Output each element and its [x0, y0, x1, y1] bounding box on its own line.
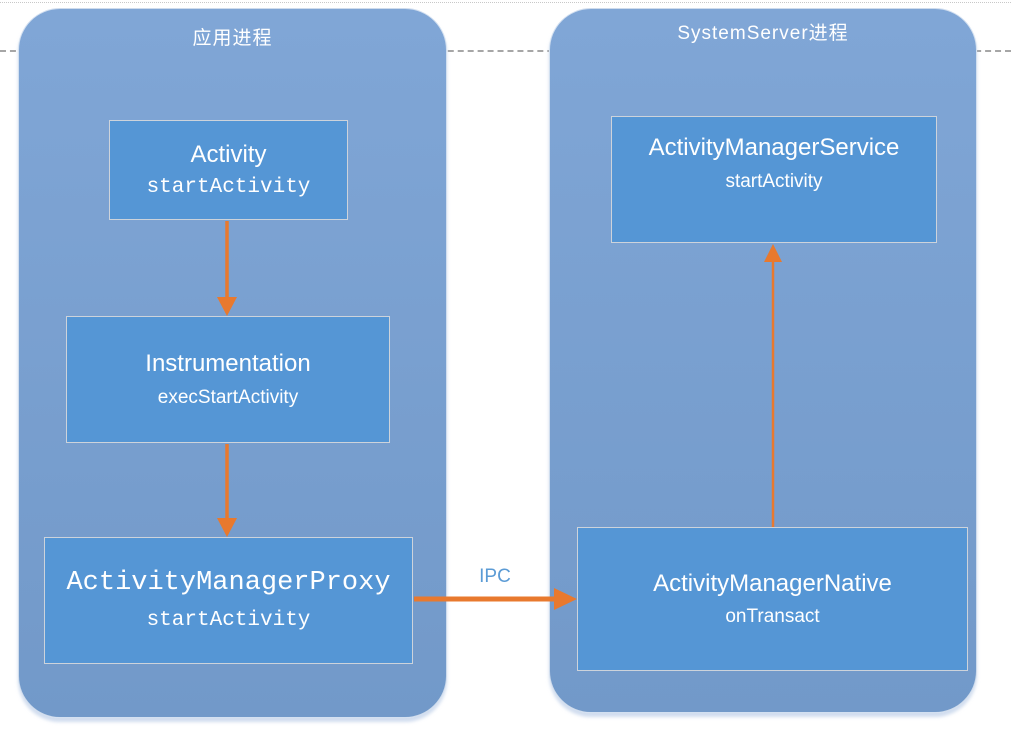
node-instrumentation: Instrumentation execStartActivity	[66, 316, 390, 443]
ipc-edge-label: IPC	[479, 566, 511, 587]
node-instrumentation-title: Instrumentation	[145, 350, 311, 378]
node-activity-method: startActivity	[146, 175, 311, 199]
node-activity-manager-native-method: onTransact	[725, 606, 820, 628]
slide-top-boundary-line	[0, 2, 1011, 3]
process-title-app: 应用进程	[192, 28, 273, 49]
node-activity-manager-service-title: ActivityManagerService	[648, 134, 900, 161]
node-activity-manager-service: ActivityManagerService startActivity	[611, 116, 937, 243]
slide-guide-dashed-line	[0, 50, 1011, 52]
node-activity-manager-native: ActivityManagerNative onTransact	[577, 527, 968, 671]
node-activity-manager-proxy-title: ActivityManagerProxy	[66, 568, 391, 599]
node-activity-manager-proxy-method: startActivity	[146, 609, 311, 633]
node-activity-manager-service-method: startActivity	[725, 170, 823, 192]
node-activity-manager-native-title: ActivityManagerNative	[653, 569, 892, 597]
node-instrumentation-method: execStartActivity	[157, 386, 299, 408]
node-activity-title: Activity	[190, 141, 267, 169]
node-activity-manager-proxy: ActivityManagerProxy startActivity	[44, 537, 413, 664]
process-title-system-server: SystemServer进程	[677, 23, 849, 44]
node-activity: Activity startActivity	[109, 120, 348, 220]
